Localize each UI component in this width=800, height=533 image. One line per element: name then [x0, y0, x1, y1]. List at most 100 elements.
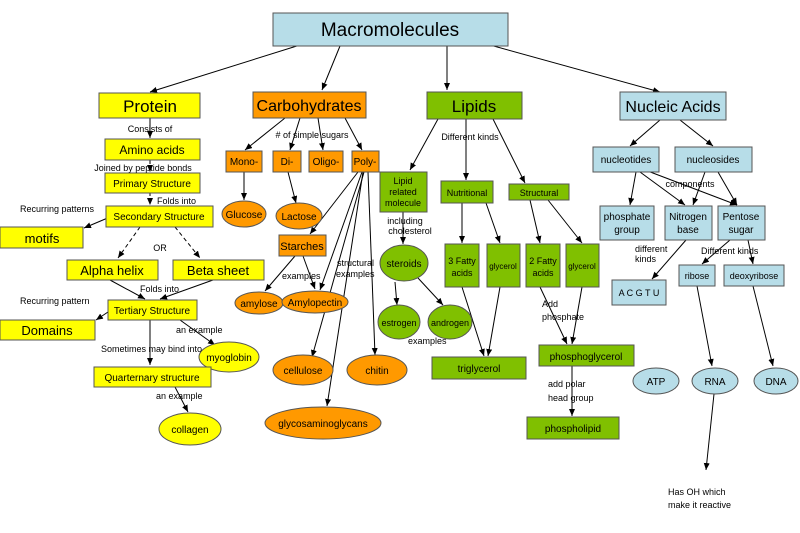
node-lactose: Lactose: [275, 202, 323, 230]
edge-steroids-estrogen: [393, 281, 400, 306]
node-chitin-shape: [346, 354, 408, 386]
node-nitrogen-base-line1: Nitrogen: [669, 212, 707, 223]
node-glycerol-structural-label: glycerol: [568, 262, 596, 271]
node-myoglobin-label: myoglobin: [206, 353, 252, 364]
node-oligo-box: [308, 150, 344, 173]
node-myoglobin: myoglobin: [198, 341, 260, 373]
node-lipid-related-line2: related: [389, 187, 417, 197]
node-lipids-box: [426, 91, 523, 120]
node-atp-shape: [632, 367, 680, 395]
node-androgen-label: androgen: [431, 318, 469, 328]
node-androgen: androgen: [427, 304, 473, 340]
node-nutritional: Nutritional: [440, 180, 494, 204]
node-amino-acids-label: Amino acids: [119, 143, 184, 157]
label-different-kinds-base-1: different: [635, 244, 668, 254]
node-di-box: [272, 150, 302, 173]
label-has-oh-1: Has OH which: [668, 487, 726, 497]
node-acgtu: A C G T U: [611, 279, 667, 306]
node-ribose-box: [678, 264, 716, 287]
node-2-fatty-acids-line1: 2 Fatty: [529, 256, 557, 266]
edge-starches-amylose: [264, 255, 296, 292]
node-nucleic-acids: Nucleic Acids: [619, 91, 727, 121]
node-amylopectin: Amylopectin: [281, 290, 349, 314]
node-2-fatty-acids: 2 Fatty acids: [525, 243, 561, 288]
edge-pentose-ribose: [701, 239, 731, 265]
node-steroids-shape: [379, 244, 429, 282]
node-macromolecules-box: [272, 12, 509, 47]
node-androgen-shape: [427, 304, 473, 340]
node-collagen-shape: [158, 412, 222, 446]
node-glycerol-structural-box: [565, 243, 600, 288]
node-structural-box: [508, 183, 570, 201]
label-has-oh-2: make it reactive: [668, 500, 731, 510]
label-examples-steroids: examples: [408, 336, 447, 346]
node-ribose-label: ribose: [685, 271, 710, 281]
node-atp-label: ATP: [647, 377, 666, 388]
label-joined-by: Joined by peptide bonds: [94, 163, 192, 173]
node-lipid-related-line3: molecule: [385, 198, 421, 208]
node-carbohydrates-box: [252, 91, 367, 119]
node-mono: Mono-: [225, 150, 263, 173]
node-glycerol-nutritional: glycerol: [486, 243, 521, 288]
node-3-fatty-acids-box: [444, 243, 480, 288]
node-nucleosides-label: nucleosides: [687, 155, 740, 166]
node-mono-label: Mono-: [230, 157, 258, 168]
node-structural: Structural: [508, 183, 570, 201]
edge-nucleotides-pentose: [644, 169, 738, 206]
node-protein: Protein: [98, 92, 201, 119]
node-3-fatty-acids-line1: 3 Fatty: [448, 256, 476, 266]
edge-root-nucleic: [489, 44, 661, 94]
node-phospholipid: phospholipid: [526, 416, 620, 440]
node-estrogen: estrogen: [377, 304, 421, 340]
node-dna-shape: [753, 367, 799, 395]
label-different-kinds-base-2: kinds: [635, 254, 657, 264]
node-poly: Poly-: [351, 150, 380, 173]
edge-beta-tertiary: [159, 279, 214, 300]
node-nitrogen-base-line2: base: [677, 225, 699, 236]
edge-poly-chitin: [367, 171, 378, 356]
node-mono-box: [225, 150, 263, 173]
edge-quaternary-collagen: [174, 386, 189, 413]
label-consists-of: Consists of: [128, 124, 173, 134]
node-beta-sheet: Beta sheet: [172, 259, 265, 281]
edge-poly-cellulose: [311, 171, 365, 358]
label-structural-examples-2: examples: [336, 269, 375, 279]
edge-tertiary-domains: [95, 311, 109, 321]
edge-carb-di: [289, 117, 301, 151]
edge-starches-amylopectin: [302, 255, 316, 290]
node-quaternary-structure: Quarternary structure: [93, 366, 212, 388]
edge-secondary-beta: [174, 226, 201, 259]
node-poly-label: Poly-: [354, 157, 377, 168]
node-amino-acids: Amino acids: [104, 138, 201, 161]
node-cellulose-label: cellulose: [284, 366, 323, 377]
node-nucleotides: nucleotides: [592, 146, 660, 173]
edge-carb-mono: [244, 117, 286, 151]
node-glycerol-nutritional-box: [486, 243, 521, 288]
edge-lipids-structural: [492, 118, 526, 184]
edge-tertiary-myoglobin: [179, 319, 216, 346]
label-recurring-patterns: Recurring patterns: [20, 204, 95, 214]
node-glucose-shape: [221, 200, 267, 228]
edge-nucleotides-nitrogen: [639, 171, 686, 206]
node-deoxyribose: deoxyribose: [723, 264, 785, 287]
edge-root-carbohydrates: [321, 45, 341, 91]
node-tertiary-structure-box: [107, 299, 198, 321]
node-estrogen-shape: [377, 304, 421, 340]
node-di-label: Di-: [281, 157, 294, 168]
node-phosphate-group: phosphate group: [599, 205, 655, 241]
edge-nucleic-nucleosides: [679, 119, 714, 147]
node-nucleosides: nucleosides: [674, 146, 753, 173]
edge-poly-amylopectin: [319, 171, 363, 291]
label-or: OR: [153, 243, 167, 253]
label-sometimes-bind: Sometimes may bind into: [101, 344, 202, 354]
edge-glycerol-phosphoglycerol: [570, 286, 583, 345]
node-nucleotides-label: nucleotides: [601, 155, 652, 166]
node-triglycerol: triglycerol: [431, 356, 527, 380]
node-glycerol-structural: glycerol: [565, 243, 600, 288]
node-deoxyribose-label: deoxyribose: [730, 271, 779, 281]
node-pentose-sugar: Pentose sugar: [717, 205, 766, 241]
label-folds-into-2: Folds into: [140, 284, 179, 294]
node-carbohydrates-label: Carbohydrates: [257, 98, 362, 115]
node-amylose: amylose: [234, 291, 284, 315]
node-lipids: Lipids: [426, 91, 523, 120]
